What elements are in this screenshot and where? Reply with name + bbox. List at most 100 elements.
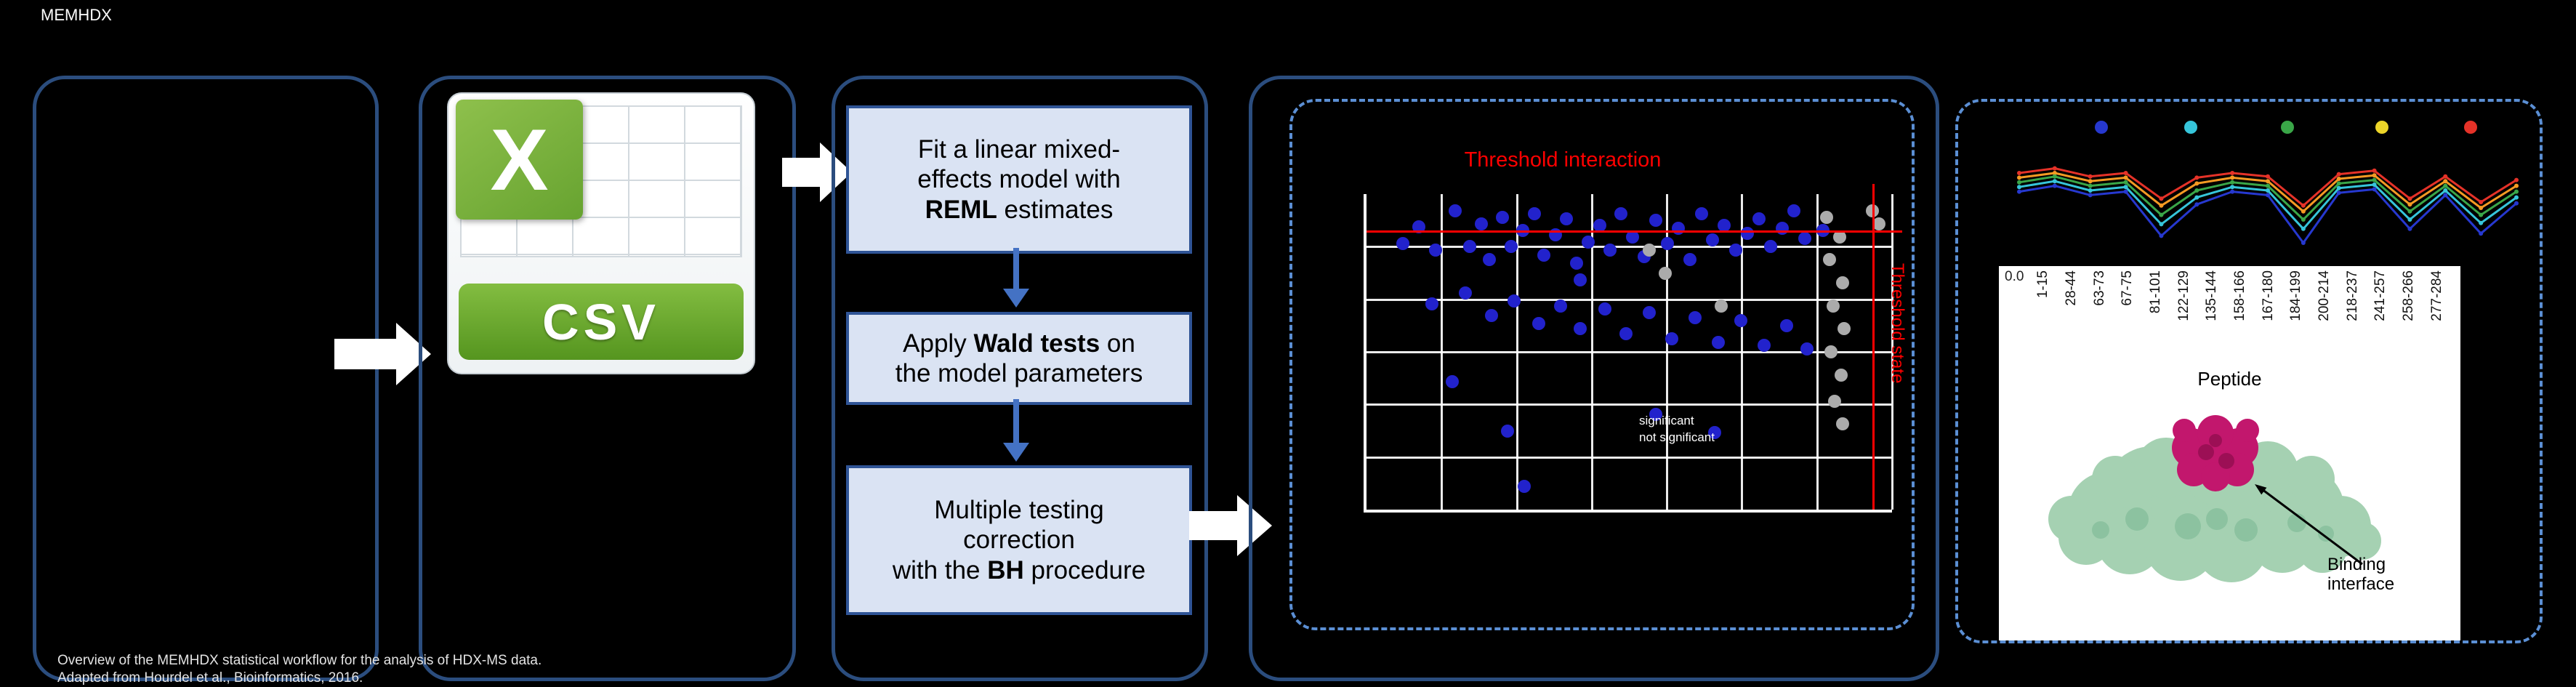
scatter-point: [1642, 243, 1656, 257]
scatter-point: [1537, 248, 1551, 262]
scatter-point: [1763, 240, 1777, 254]
peptide-tick-label: 63-73: [2091, 270, 2107, 306]
scatter-point: [1485, 309, 1499, 323]
scatter-point: [1483, 253, 1497, 267]
peptide-tick-label: 135-144: [2204, 270, 2220, 321]
scatter-point: [1603, 243, 1617, 257]
peptide-axis-title: Peptide: [2197, 368, 2262, 390]
scatter-point: [1706, 233, 1720, 247]
results-dashed-frame: [1955, 99, 2543, 643]
scatter-plot-area: [1364, 184, 1902, 513]
scatter-point: [1665, 332, 1679, 345]
scatter-point: [1532, 317, 1546, 331]
scatter-point: [1718, 218, 1731, 232]
y-axis-tick: 0.0: [2005, 269, 2024, 284]
scatter-point: [1642, 305, 1656, 319]
scatter-point: [1619, 327, 1633, 341]
scatter-point: [1715, 299, 1728, 313]
scatter-point: [1449, 204, 1462, 217]
scatter-point: [1508, 294, 1521, 308]
scatter-point: [1827, 299, 1840, 313]
timepoint-legend-dot: [2281, 121, 2294, 134]
scatter-point: [1412, 220, 1426, 234]
scatter-point: [1752, 212, 1766, 225]
scatter-point: [1819, 210, 1833, 224]
scatter-point: [1872, 217, 1885, 230]
protein-structure: [2048, 415, 2381, 582]
threshold-interaction-label: Threshold interaction: [1464, 148, 1662, 172]
scatter-point: [1573, 273, 1587, 286]
scatter-point: [1593, 218, 1606, 232]
scatter-dashed-frame: [1289, 99, 1915, 630]
scatter-point: [1838, 322, 1851, 336]
peptide-tick-label: 218-237: [2344, 270, 2360, 321]
scatter-point: [1787, 204, 1800, 217]
scatter-point: [1824, 345, 1838, 358]
uptake-chart: [2006, 109, 2529, 263]
scatter-point: [1798, 232, 1811, 246]
binding-interface-label: Binding interface: [2327, 555, 2395, 594]
scatter-point: [1711, 335, 1725, 349]
results-panel: 0.0 1-15 28-44 63-73 67-75 81-101 122-129 135-…: [1999, 266, 2460, 640]
scatter-point: [1828, 394, 1842, 408]
peptide-tick-label: 158-166: [2232, 270, 2248, 321]
scatter-point: [1775, 222, 1789, 236]
scatter-point: [1428, 243, 1442, 257]
scatter-point: [1800, 342, 1814, 355]
scatter-point: [1425, 297, 1439, 311]
peptide-tick-label: 1-15: [2035, 270, 2051, 299]
peptide-tick-label: 167-180: [2260, 270, 2276, 321]
scatter-point: [1458, 286, 1472, 300]
peptide-tick-label: 122-129: [2175, 270, 2191, 321]
timepoint-legend-dot: [2375, 121, 2388, 134]
scatter-point: [1649, 407, 1662, 421]
timepoint-legend-dot: [2183, 121, 2197, 134]
scatter-point: [1729, 243, 1743, 257]
scatter-point: [1834, 368, 1848, 382]
peptide-axis-labels: 1-15 28-44 63-73 67-75 81-101 122-129 135-144 1…: [2029, 270, 2451, 363]
scatter-point: [1660, 236, 1674, 250]
peptide-tick-label: 28-44: [2064, 270, 2079, 306]
scatter-point: [1463, 240, 1477, 254]
peptide-tick-label: 67-75: [2120, 270, 2136, 306]
scatter-point: [1836, 417, 1850, 431]
scatter-point: [1836, 276, 1850, 289]
scatter-point: [1475, 217, 1489, 230]
scatter-point: [1734, 314, 1748, 328]
panel-scatter-results: [1249, 76, 1939, 681]
panel-input: [33, 76, 379, 681]
scatter-point: [1501, 424, 1515, 438]
peptide-tick-label: 241-257: [2372, 270, 2388, 321]
timepoint-legend-dot: [2464, 121, 2477, 134]
scatter-point: [1570, 257, 1584, 270]
scatter-point: [1695, 207, 1709, 221]
spreadsheet-grid: [460, 105, 742, 257]
scatter-point: [1672, 222, 1686, 236]
legend-significant: significant: [1639, 414, 1694, 427]
top-note: MEMHDX: [41, 6, 112, 24]
peptide-tick-label: 258-266: [2401, 270, 2417, 321]
scatter-point: [1582, 235, 1595, 249]
scatter-point: [1504, 240, 1518, 254]
scatter-point: [1688, 310, 1702, 324]
legend-not-significant: not significant: [1639, 430, 1715, 444]
scatter-point: [1822, 253, 1836, 267]
timepoint-legend-dot: [2095, 121, 2109, 134]
scatter-point: [1517, 480, 1531, 494]
panel-csv: [419, 76, 796, 681]
scatter-point: [1741, 227, 1755, 241]
scatter-point: [1832, 230, 1846, 244]
scatter-point: [1445, 374, 1459, 388]
scatter-point: [1757, 338, 1771, 352]
peptide-tick-label: 184-199: [2288, 270, 2304, 321]
scatter-point: [1553, 299, 1567, 313]
scatter-point: [1527, 207, 1541, 221]
peptide-tick-label: 81-101: [2148, 270, 2164, 314]
csv-label: CSV: [459, 284, 744, 360]
peptide-tick-label: 200-214: [2317, 270, 2333, 321]
annotation-arrow-icon: [2255, 484, 2363, 566]
